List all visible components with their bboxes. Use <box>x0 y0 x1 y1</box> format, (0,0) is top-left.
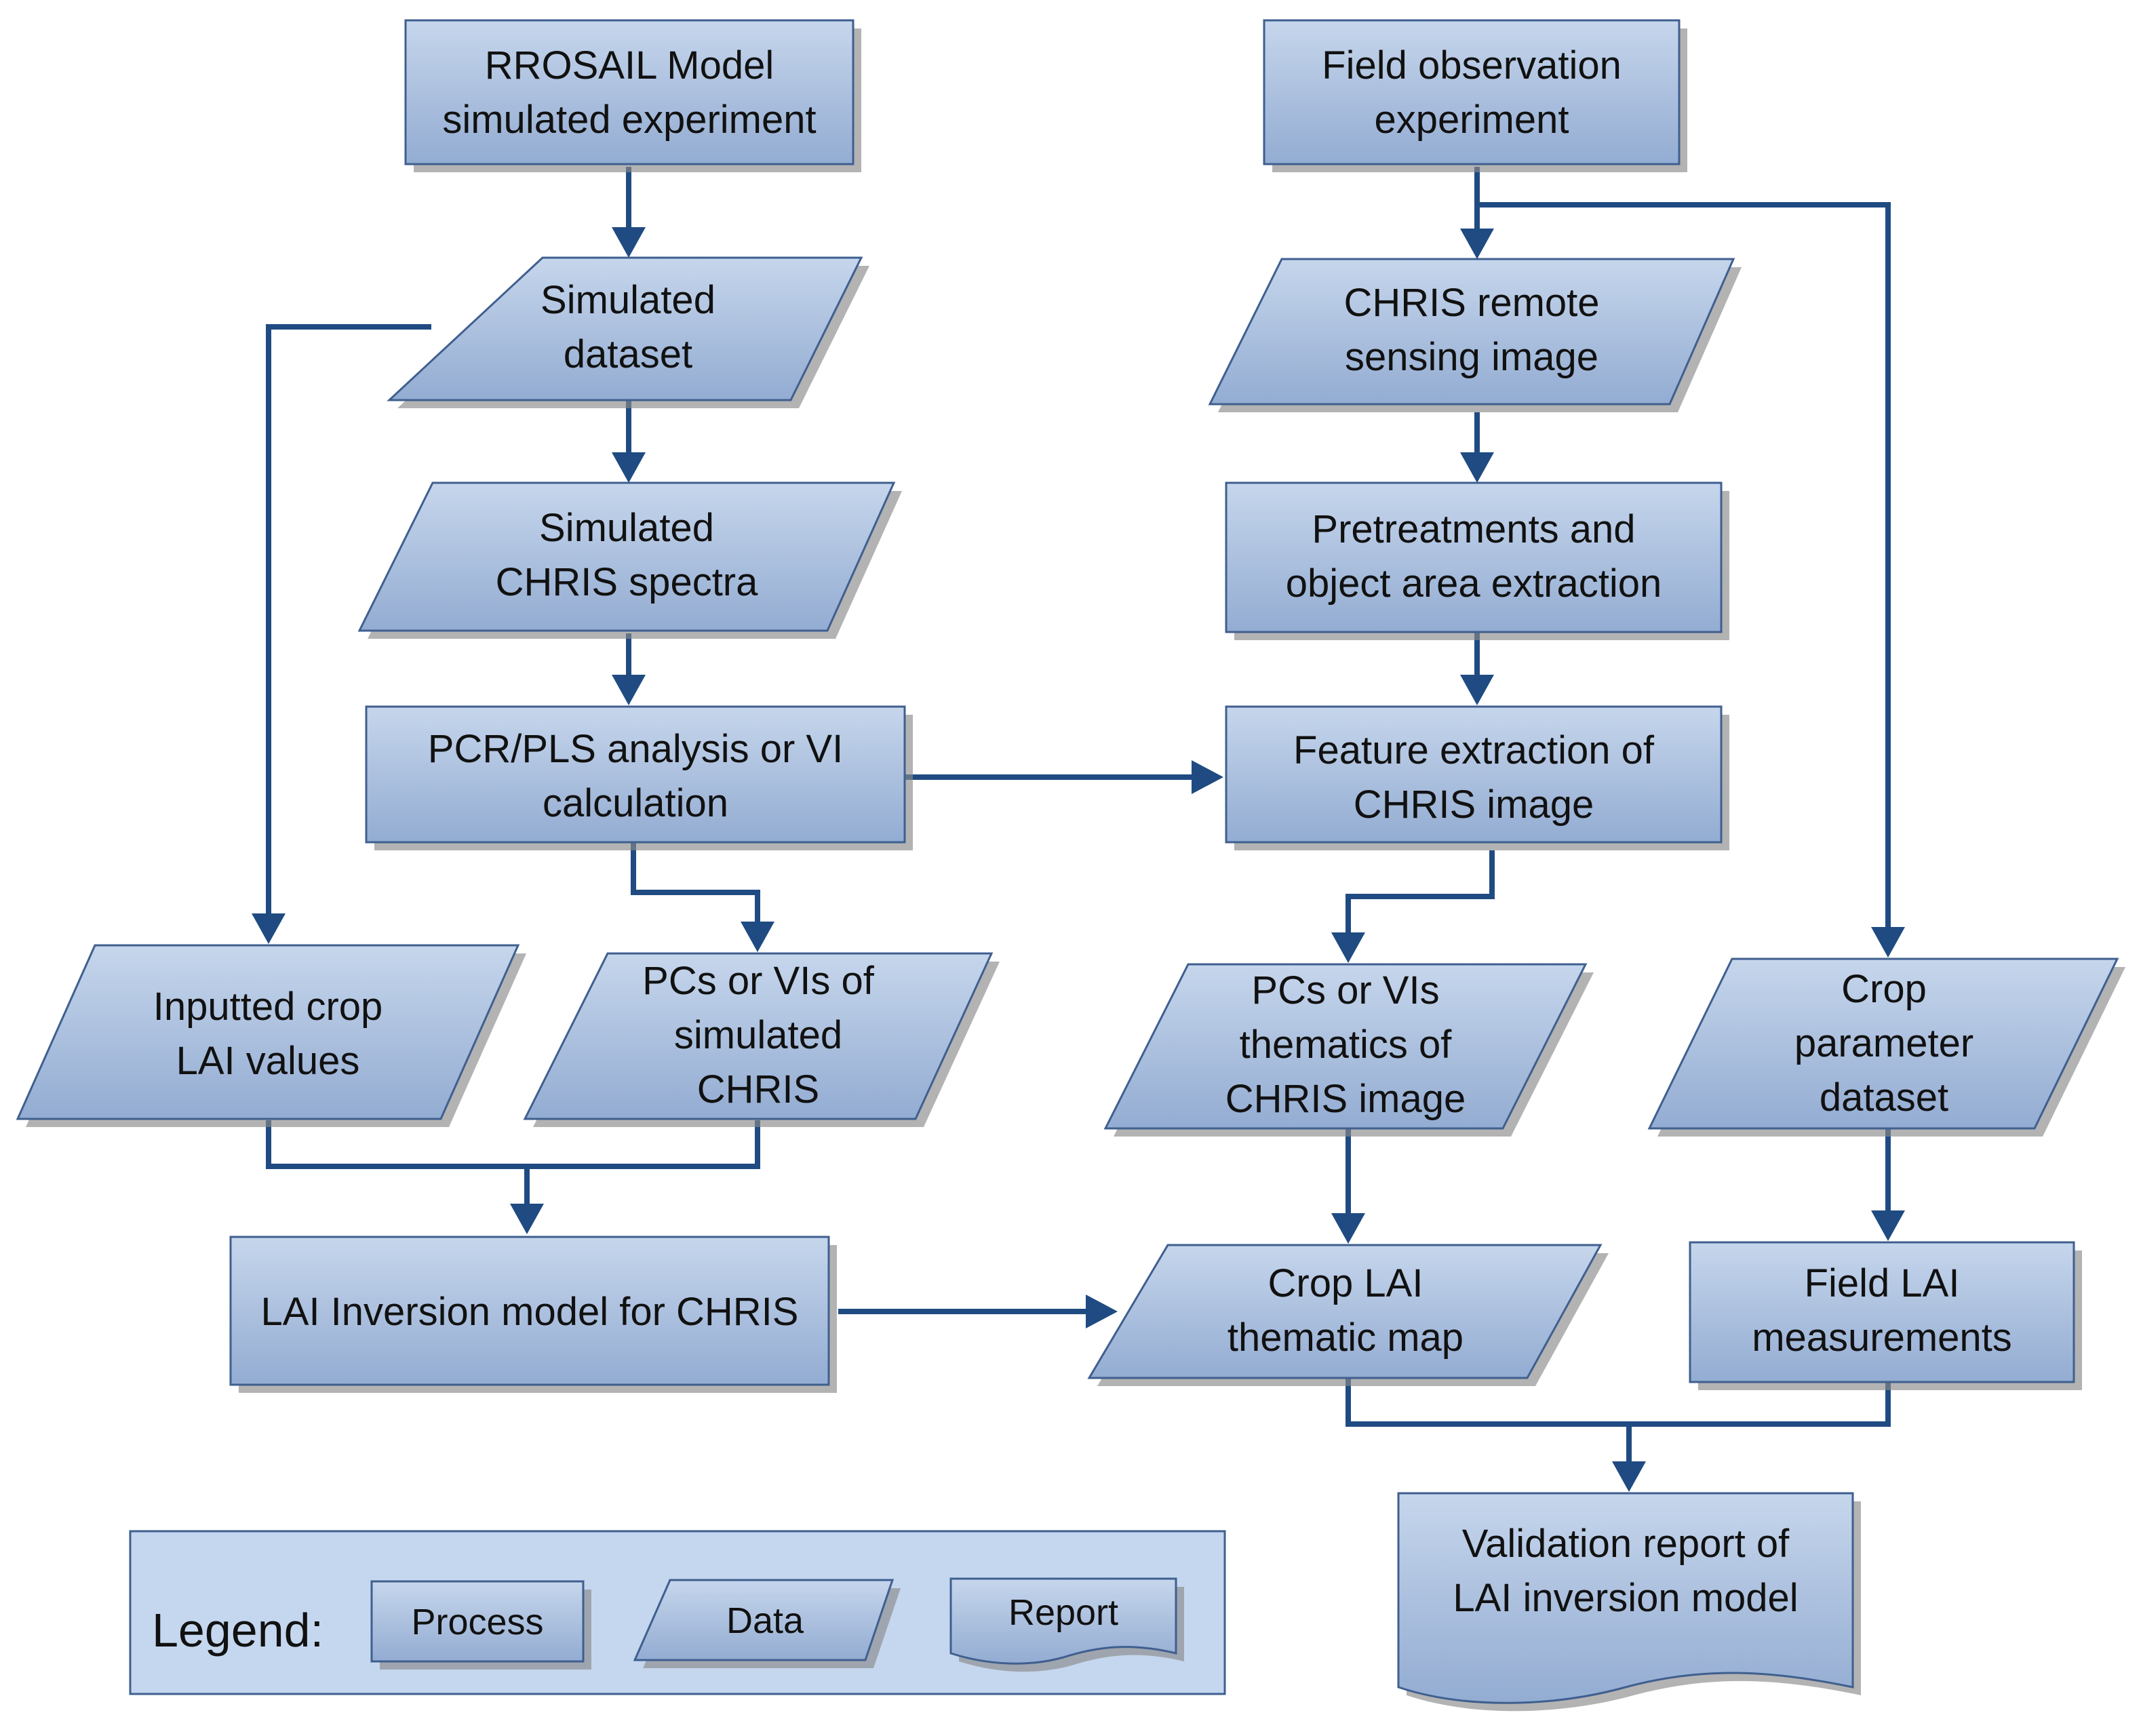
node-pcr-process: PCR/PLS analysis or VI calculation <box>365 705 913 850</box>
field-lai-label-line1: Field LAI <box>1805 1261 1960 1305</box>
edge-pcr-to-feature <box>901 760 1223 794</box>
node-sim-spectra-data: Simulated CHRIS spectra <box>357 481 902 639</box>
edge-field-obs-to-chris-image <box>1460 167 1494 259</box>
sim-dataset-label-line2: dataset <box>564 332 692 376</box>
inputted-label-line1: Inputted crop <box>153 985 383 1029</box>
pcs-them-label-line2: thematics of <box>1240 1023 1453 1067</box>
node-sim-dataset-data: Simulated dataset <box>387 256 869 408</box>
report-label-line1: Validation report of <box>1462 1522 1790 1566</box>
legend-report-label: Report <box>1008 1592 1118 1633</box>
legend-process-swatch: Process <box>370 1580 591 1670</box>
edge-pretreat-to-feature <box>1460 632 1494 705</box>
lai-map-label-line2: thematic map <box>1227 1316 1464 1360</box>
field-obs-label-line1: Field observation <box>1322 43 1622 87</box>
edge-sim-spectra-to-pcr <box>612 633 646 705</box>
legend-process-label: Process <box>411 1602 543 1642</box>
crop-param-label-line3: dataset <box>1820 1076 1948 1120</box>
pcs-them-label-line1: PCs or VIs <box>1251 968 1439 1012</box>
legend-report-swatch: Report <box>949 1577 1184 1672</box>
feature-label-line2: CHRIS image <box>1354 783 1594 827</box>
lai-model-label: LAI Inversion model for CHRIS <box>261 1290 799 1334</box>
pretreat-label-line2: object area extraction <box>1286 561 1662 606</box>
inputted-label-line2: LAI values <box>176 1039 360 1083</box>
pcs-sim-label-line2: simulated <box>674 1013 842 1057</box>
edge-rrosail-to-sim-dataset <box>612 167 646 258</box>
node-report-document: Validation report of LAI inversion model <box>1397 1492 1861 1712</box>
node-inputted-data: Inputted crop LAI values <box>16 944 526 1127</box>
lai-map-label-line1: Crop LAI <box>1268 1261 1423 1305</box>
report-label-line2: LAI inversion model <box>1453 1576 1798 1620</box>
node-crop-param-data: Crop parameter dataset <box>1647 958 2125 1137</box>
pretreat-label-line1: Pretreatments and <box>1312 507 1635 551</box>
edge-sim-dataset-to-inputted <box>252 324 431 944</box>
edge-pcs-them-to-lai-map <box>1331 1128 1365 1244</box>
edge-lai-model-to-lai-map <box>838 1295 1118 1328</box>
field-obs-label-line2: experiment <box>1375 98 1569 142</box>
legend-data-swatch: Data <box>633 1579 901 1668</box>
pcs-them-label-line3: CHRIS image <box>1225 1077 1466 1121</box>
node-pcs-sim-data: PCs or VIs of simulated CHRIS <box>523 952 1000 1127</box>
node-pretreat-process: Pretreatments and object area extraction <box>1225 481 1729 640</box>
edge-sim-dataset-to-sim-spectra <box>612 399 646 483</box>
sim-spectra-label-line1: Simulated <box>539 506 714 550</box>
pcs-sim-label-line1: PCs or VIs of <box>642 959 875 1003</box>
pcs-sim-label-line3: CHRIS <box>697 1067 819 1111</box>
rrosail-label-line2: simulated experiment <box>442 98 816 142</box>
edge-crop-param-to-field-lai <box>1871 1128 1905 1241</box>
edge-pcr-to-pcs-sim <box>631 842 774 952</box>
connectors <box>252 167 1905 1492</box>
edge-lai-map-and-field-lai-to-report <box>1346 1377 1891 1492</box>
edge-feature-to-pcs-them <box>1331 850 1495 963</box>
edge-field-obs-to-crop-param <box>1477 202 1905 958</box>
pcr-label-line1: PCR/PLS analysis or VI <box>428 727 843 771</box>
pcr-label-line2: calculation <box>543 781 728 825</box>
node-rrosail-process: RROSAIL Model simulated experiment <box>404 19 861 172</box>
node-pcs-them-data: PCs or VIs thematics of CHRIS image <box>1103 963 1594 1137</box>
field-lai-label-line2: measurements <box>1752 1316 2012 1360</box>
edge-chris-image-to-pretreat <box>1460 412 1494 483</box>
crop-param-label-line1: Crop <box>1841 967 1927 1011</box>
legend-data-label: Data <box>726 1600 804 1641</box>
edge-inputted-and-pcs-sim-to-lai-model <box>266 1120 760 1234</box>
rrosail-label-line1: RROSAIL Model <box>485 43 774 87</box>
node-field-obs-process: Field observation experiment <box>1263 19 1687 172</box>
node-feature-process: Feature extraction of CHRIS image <box>1225 705 1729 850</box>
crop-param-label-line2: parameter <box>1794 1021 1973 1065</box>
feature-label-line1: Feature extraction of <box>1293 728 1655 772</box>
legend-title: Legend: <box>152 1604 323 1657</box>
node-chris-image-data: CHRIS remote sensing image <box>1208 258 1742 412</box>
node-lai-model-process: LAI Inversion model for CHRIS <box>229 1236 837 1393</box>
chris-image-label-line2: sensing image <box>1345 335 1598 379</box>
chris-image-label-line1: CHRIS remote <box>1343 281 1599 325</box>
legend: Legend: Process Data Report <box>129 1530 1226 1695</box>
sim-dataset-label-line1: Simulated <box>541 278 715 322</box>
node-field-lai-process: Field LAI measurements <box>1689 1241 2082 1390</box>
node-lai-map-data: Crop LAI thematic map <box>1087 1244 1609 1386</box>
sim-spectra-label-line2: CHRIS spectra <box>496 560 759 604</box>
